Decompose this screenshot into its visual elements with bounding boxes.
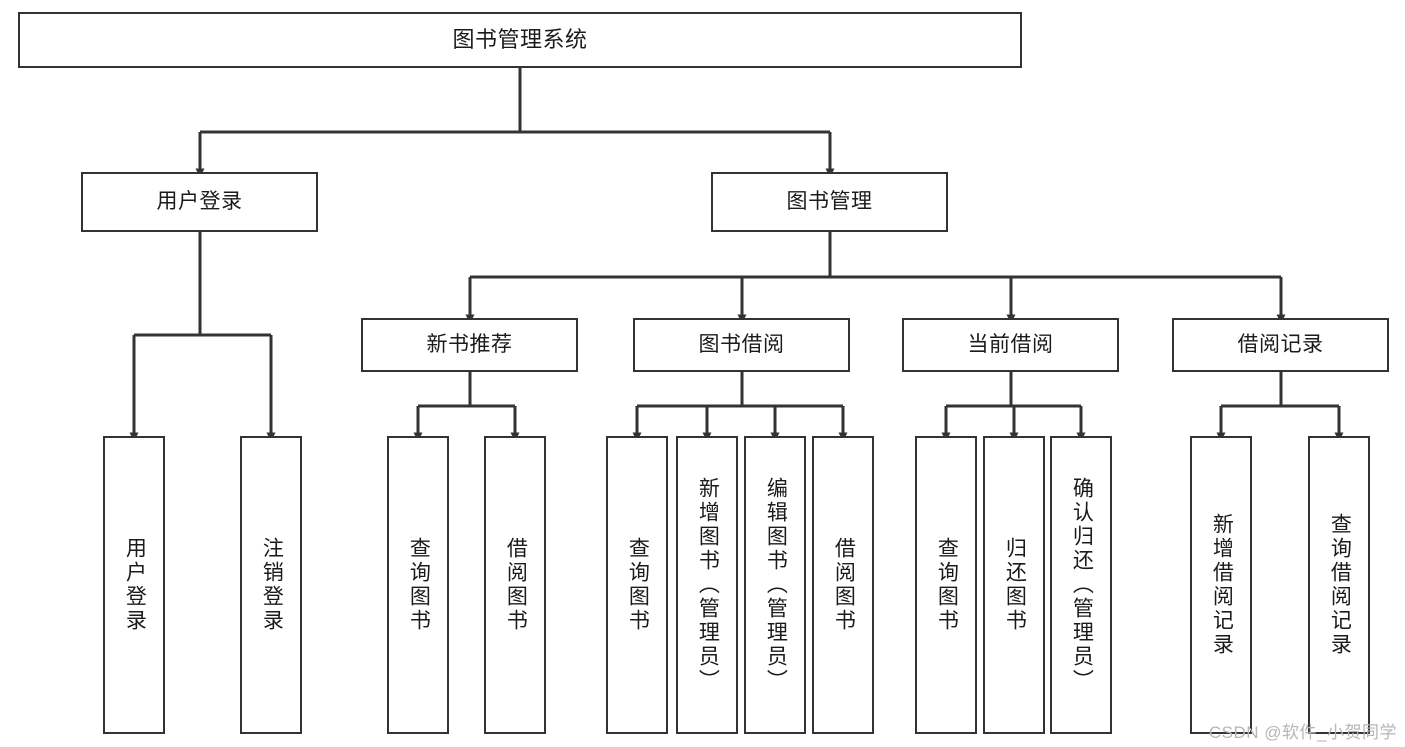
- node-leaf-borrow-edit[interactable]: 编辑图书（管理员）: [744, 436, 806, 734]
- node-root[interactable]: 图书管理系统: [18, 12, 1022, 68]
- node-label: 注销登录: [260, 537, 284, 633]
- node-borrow[interactable]: 图书借阅: [633, 318, 850, 372]
- node-label: 图书管理: [786, 189, 873, 213]
- node-login[interactable]: 用户登录: [81, 172, 318, 232]
- node-label: 新增借阅记录: [1210, 513, 1234, 657]
- node-leaf-record-add[interactable]: 新增借阅记录: [1190, 436, 1252, 734]
- watermark-label: CSDN @软件_小贺同学: [1208, 723, 1397, 742]
- node-leaf-new-query[interactable]: 查询图书: [387, 436, 449, 734]
- connector-lines: [129, 68, 1344, 442]
- node-label: 编辑图书（管理员）: [764, 477, 788, 693]
- node-leaf-borrow-query[interactable]: 查询图书: [606, 436, 668, 734]
- node-label: 查询借阅记录: [1328, 513, 1352, 657]
- node-label: 图书管理系统: [452, 27, 588, 53]
- node-label: 借阅图书: [832, 537, 856, 633]
- node-leaf-new-borrow[interactable]: 借阅图书: [484, 436, 546, 734]
- node-label: 用户登录: [123, 537, 147, 633]
- node-leaf-current-return[interactable]: 归还图书: [983, 436, 1045, 734]
- node-bookmgmt[interactable]: 图书管理: [711, 172, 948, 232]
- node-leaf-user-login[interactable]: 用户登录: [103, 436, 165, 734]
- node-label: 查询图书: [407, 537, 431, 633]
- node-label: 归还图书: [1003, 537, 1027, 633]
- node-label: 新增图书（管理员）: [696, 477, 720, 693]
- node-leaf-borrow-add[interactable]: 新增图书（管理员）: [676, 436, 738, 734]
- node-label: 图书借阅: [698, 332, 785, 356]
- node-newbook[interactable]: 新书推荐: [361, 318, 578, 372]
- node-label: 查询图书: [626, 537, 650, 633]
- node-leaf-current-query[interactable]: 查询图书: [915, 436, 977, 734]
- node-label: 查询图书: [935, 537, 959, 633]
- node-records[interactable]: 借阅记录: [1172, 318, 1389, 372]
- node-leaf-record-query[interactable]: 查询借阅记录: [1308, 436, 1370, 734]
- node-leaf-current-confirm[interactable]: 确认归还（管理员）: [1050, 436, 1112, 734]
- node-label: 用户登录: [156, 189, 243, 213]
- node-label: 确认归还（管理员）: [1070, 477, 1094, 693]
- node-label: 借阅记录: [1237, 332, 1324, 356]
- node-label: 借阅图书: [504, 537, 528, 633]
- node-leaf-borrow-do[interactable]: 借阅图书: [812, 436, 874, 734]
- node-label: 新书推荐: [426, 332, 513, 356]
- node-current[interactable]: 当前借阅: [902, 318, 1119, 372]
- node-leaf-user-logout[interactable]: 注销登录: [240, 436, 302, 734]
- node-label: 当前借阅: [967, 332, 1054, 356]
